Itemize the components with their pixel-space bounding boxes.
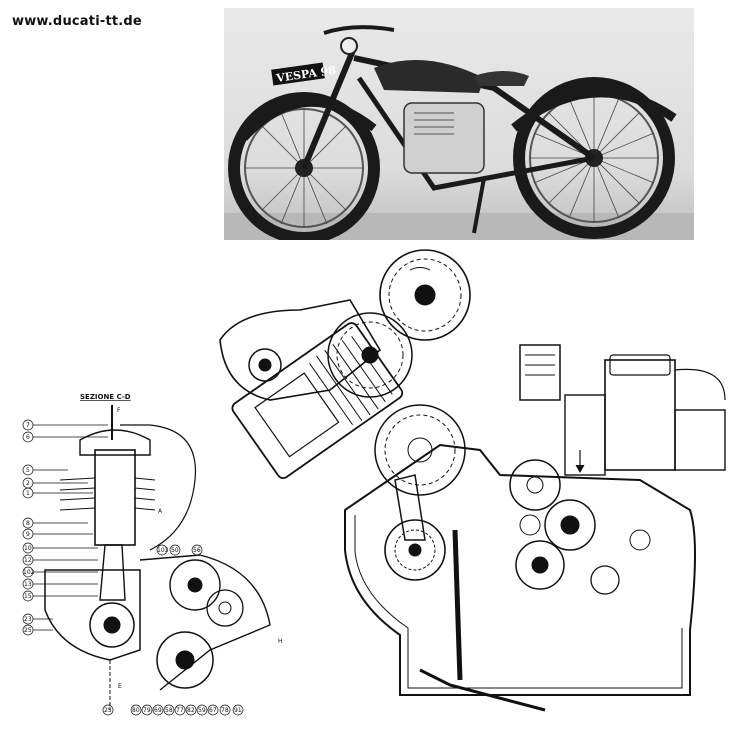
callout-2: 2 (26, 480, 30, 487)
upper-gear-train (327, 249, 471, 496)
callout-80: 80 (132, 707, 140, 714)
callout-77: 77 (176, 707, 184, 714)
callout-b25: 25 (104, 707, 112, 714)
callout-6: 6 (26, 434, 30, 441)
engine-cutaway-drawing: SEZIONE C-D 7 (0, 240, 750, 731)
callout-5: 5 (26, 467, 30, 474)
section-letter-a: A (158, 508, 163, 515)
callout-69: 69 (154, 707, 162, 714)
callout-1: 1 (26, 490, 30, 497)
callout-79: 79 (143, 707, 151, 714)
callout-78: 78 (221, 707, 229, 714)
callout-56: 56 (193, 547, 201, 554)
callout-67: 67 (209, 707, 217, 714)
large-engine-section (219, 249, 726, 712)
callout-58: 58 (165, 707, 173, 714)
motorcycle-photo: VESPA 98 (224, 8, 694, 240)
callout-25: 25 (24, 627, 32, 634)
callout-23: 23 (24, 616, 32, 623)
section-cd-drawing: SEZIONE C-D (44, 393, 271, 710)
callout-103: 103 (157, 547, 169, 554)
callout-15: 15 (24, 593, 32, 600)
callout-82: 82 (187, 707, 195, 714)
left-callouts: 7 6 5 2 1 8 9 10 12 102 13 15 23 25 (22, 419, 108, 636)
callout-12: 12 (24, 557, 32, 564)
top-callouts: 103 50 56 (156, 544, 203, 556)
number-plate: VESPA 98 (275, 64, 338, 85)
section-title: SEZIONE C-D (80, 393, 131, 401)
callout-7: 7 (26, 422, 30, 429)
bottom-callouts: 25 80 79 69 58 77 82 59 67 78 91 (102, 704, 244, 716)
callout-50: 50 (171, 547, 179, 554)
section-letter-f-top: F (117, 407, 121, 414)
site-watermark: www.ducati-tt.de (12, 14, 142, 29)
callout-59: 59 (198, 707, 206, 714)
callout-102: 102 (23, 569, 35, 576)
callout-10: 10 (24, 545, 32, 552)
callout-91: 91 (234, 707, 242, 714)
gearbox-gears (509, 459, 651, 595)
callout-8: 8 (26, 520, 30, 527)
section-letter-h: H (278, 638, 283, 645)
section-letter-e: E (118, 683, 122, 690)
callout-13: 13 (24, 581, 32, 588)
callout-9: 9 (26, 531, 30, 538)
